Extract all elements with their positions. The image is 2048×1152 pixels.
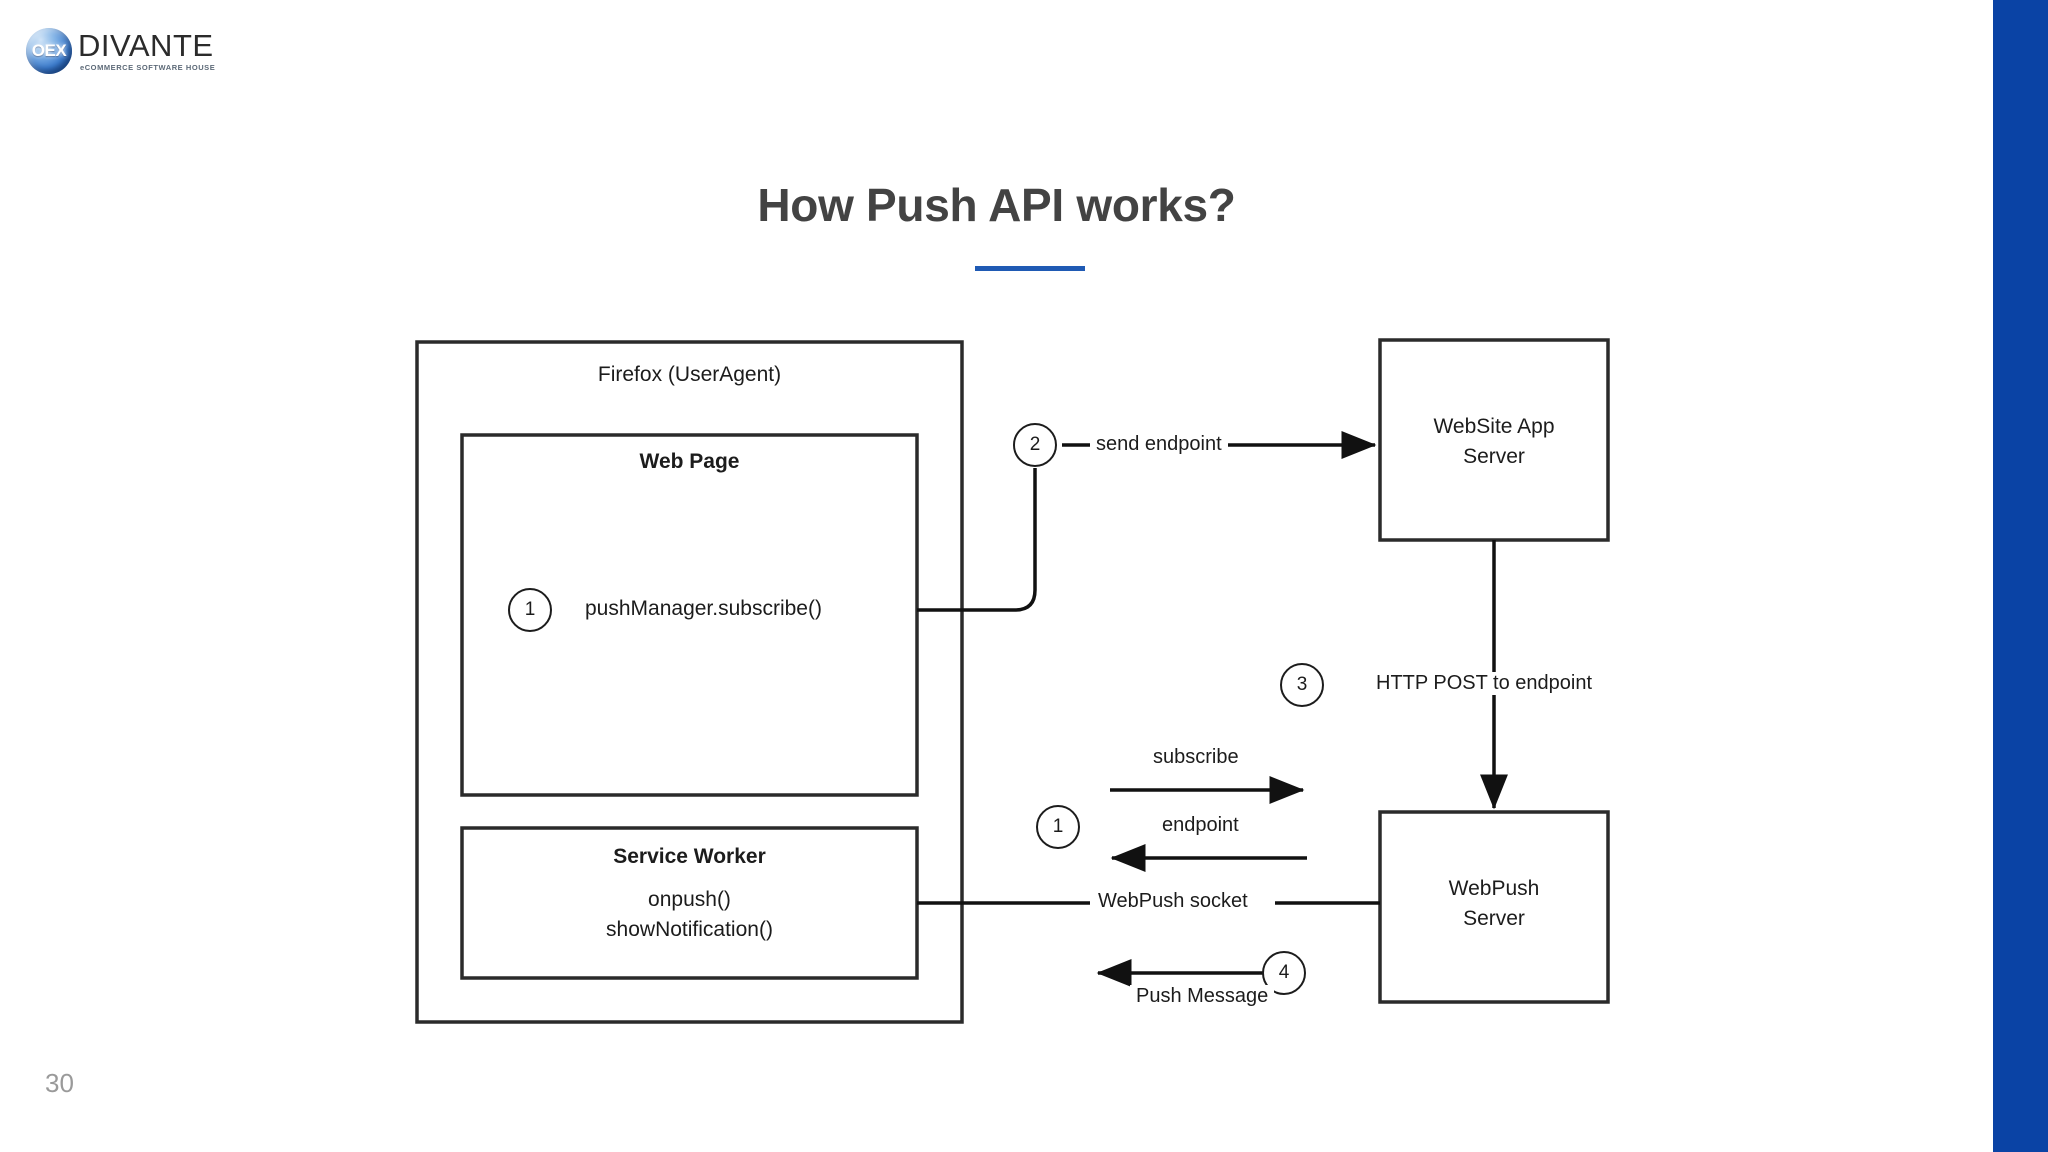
right-accent-bar xyxy=(1993,0,2048,1152)
step-circle-1-subscribe: 1 xyxy=(1036,805,1080,849)
webpage-to-step2-connector xyxy=(917,468,1037,612)
push-message-label: Push Message xyxy=(1130,985,1275,1008)
webpush-server-label-line2: Server xyxy=(1463,907,1525,930)
webpush-server-box xyxy=(1378,810,1610,1004)
title-underline xyxy=(975,266,1085,271)
divante-logo: OEX DIVANTE eCOMMERCE SOFTWARE HOUSE xyxy=(26,26,256,78)
step-circle-1-webpage: 1 xyxy=(508,588,552,632)
endpoint-label: endpoint xyxy=(1156,814,1245,837)
send-endpoint-label: send endpoint xyxy=(1090,433,1228,456)
oex-sphere-icon: OEX xyxy=(26,28,72,74)
webpush-socket-label: WebPush socket xyxy=(1092,890,1254,913)
webpush-server-label-line1: WebPush xyxy=(1448,877,1540,900)
useragent-box xyxy=(415,340,964,1024)
website-app-server-box xyxy=(1378,338,1610,542)
service-worker-method-shownotification: showNotification() xyxy=(606,918,773,941)
step-circle-3-http-post: 3 xyxy=(1280,663,1324,707)
website-app-server-label-line1: WebSite App xyxy=(1433,415,1555,438)
step-circle-2-send-endpoint: 2 xyxy=(1013,423,1057,467)
http-post-label: HTTP POST to endpoint xyxy=(1370,672,1599,695)
page-title: How Push API works? xyxy=(757,179,1236,231)
web-page-label: Web Page xyxy=(639,450,740,473)
pushmanager-subscribe-label: pushManager.subscribe() xyxy=(585,597,822,620)
logo-wordmark: DIVANTE xyxy=(78,28,214,63)
web-page-box xyxy=(460,433,919,797)
website-app-server-label-line2: Server xyxy=(1463,445,1525,468)
service-worker-label: Service Worker xyxy=(613,845,766,868)
oex-mark-text: OEX xyxy=(31,41,67,60)
useragent-label: Firefox (UserAgent) xyxy=(597,363,782,386)
page-number: 30 xyxy=(45,1068,74,1098)
logo-tagline: eCOMMERCE SOFTWARE HOUSE xyxy=(80,63,216,72)
subscribe-label: subscribe xyxy=(1147,746,1245,769)
service-worker-method-onpush: onpush() xyxy=(648,888,731,911)
